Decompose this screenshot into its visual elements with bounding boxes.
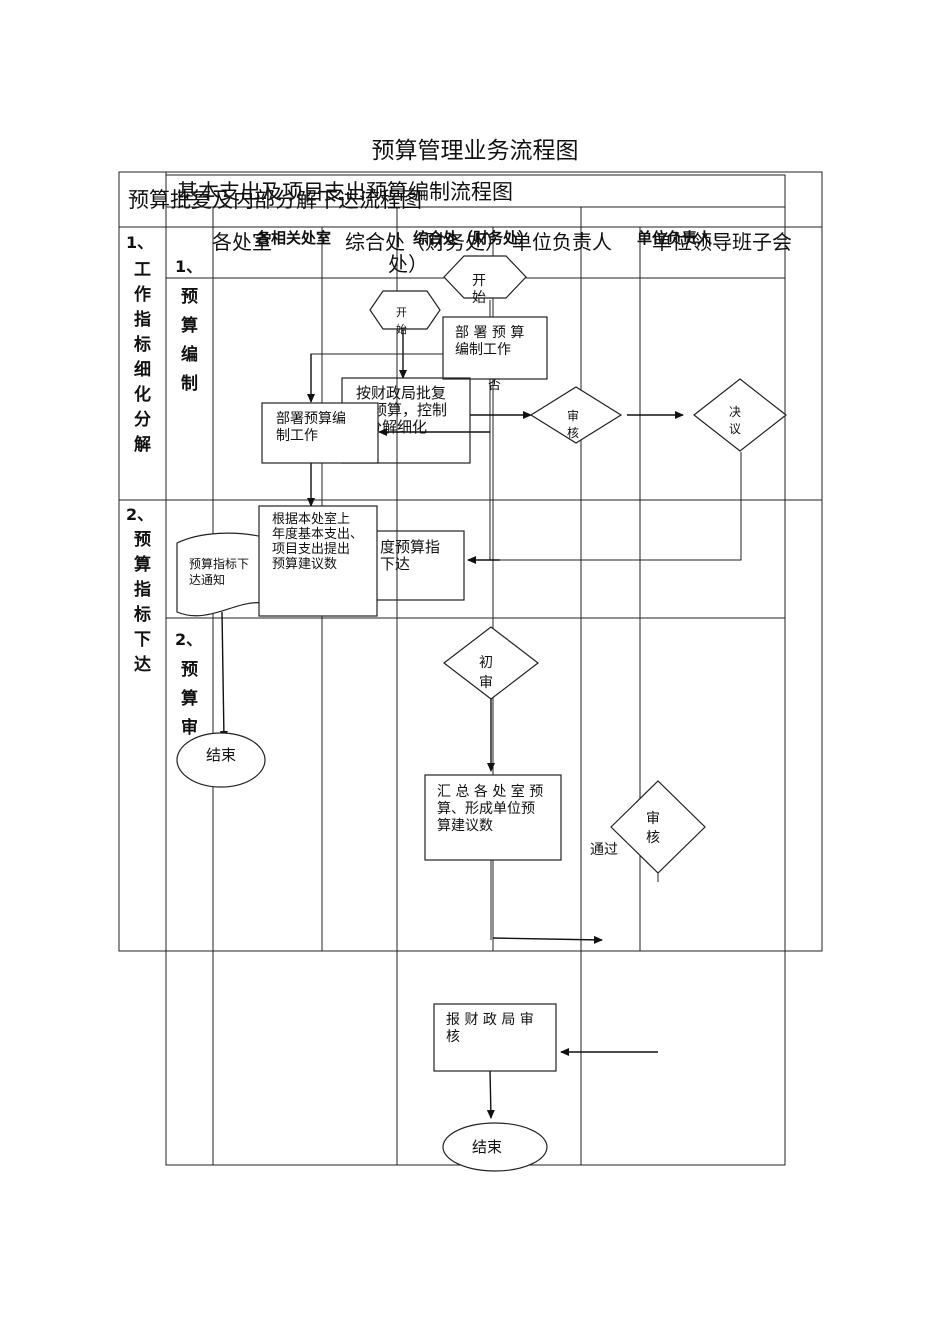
svg-text:按财政局批复: 按财政局批复 <box>356 384 446 402</box>
preliminary-review-diamond: 初 审 <box>443 626 539 700</box>
deploy-budget-box-a: 部 署 预 算 编制工作 <box>442 316 548 380</box>
row-label-1: 1、 工 作 指 标 细 化 分 解 <box>126 233 153 455</box>
svg-text:预: 预 <box>134 530 151 550</box>
svg-text:根据本处室上: 根据本处室上 <box>272 511 350 527</box>
proposal-box: 根据本处室上 年度基本支出、 项目支出提出 预算建议数 <box>258 505 378 617</box>
svg-text:始: 始 <box>472 290 486 306</box>
subtitle-budget-preparation: 基本支出及项目支出预算编制流程图 <box>177 180 513 204</box>
start-node-b: 开 始 <box>369 290 441 336</box>
header-col-related-offices: 各相关处室 <box>255 229 331 247</box>
header-col-offices: 各处室 <box>212 230 272 254</box>
svg-text:项目支出提出: 项目支出提出 <box>272 541 350 557</box>
svg-text:核: 核 <box>446 1029 460 1045</box>
svg-text:算建议数: 算建议数 <box>437 818 493 834</box>
svg-text:部 署 预 算: 部 署 预 算 <box>455 325 524 341</box>
svg-text:结束: 结束 <box>206 746 236 764</box>
row2-number: 2、 <box>126 505 153 524</box>
svg-text:预算，控制: 预算，控制 <box>372 401 447 419</box>
svg-text:开: 开 <box>472 273 486 289</box>
svg-text:报 财 政 局 审: 报 财 政 局 审 <box>446 1012 534 1028</box>
end-node-b: 结束 <box>442 1122 548 1172</box>
header-back: 各处室 综合处（财务处） 单位负责人 单位领导班子会 <box>212 230 792 254</box>
svg-text:解: 解 <box>134 434 151 455</box>
report-box: 报 财 政 局 审 核 <box>433 1003 557 1072</box>
svg-text:编制工作: 编制工作 <box>455 342 511 358</box>
svg-text:作: 作 <box>134 284 151 305</box>
svg-text:开: 开 <box>396 306 407 319</box>
svg-text:下达: 下达 <box>380 555 410 573</box>
svg-text:工: 工 <box>134 260 151 280</box>
svg-text:下: 下 <box>134 630 151 650</box>
svg-text:核: 核 <box>567 426 579 440</box>
review-diamond-2: 审 核 <box>610 780 706 874</box>
row1-number: 1、 <box>126 233 153 252</box>
header-col-finance-front: 综合处（财务处） <box>413 229 533 247</box>
header-finance-wrap: 处） <box>388 252 428 276</box>
page-title: 预算管理业务流程图 <box>372 138 579 164</box>
svg-text:算: 算 <box>180 315 198 336</box>
decision-diamond: 决 议 <box>693 378 787 452</box>
svg-text:预算建议数: 预算建议数 <box>272 557 337 572</box>
svg-text:审: 审 <box>181 717 198 738</box>
svg-text:预: 预 <box>181 287 198 307</box>
svg-text:细: 细 <box>134 359 151 380</box>
svg-text:分解细化: 分解细化 <box>367 418 427 436</box>
svg-text:审: 审 <box>646 811 660 827</box>
svg-text:达: 达 <box>134 654 151 675</box>
deploy-budget-box-b: 部署预算编 制工作 <box>261 402 379 464</box>
svg-text:初: 初 <box>479 654 493 671</box>
svg-text:达通知: 达通知 <box>189 573 225 587</box>
svg-text:标: 标 <box>134 604 151 625</box>
svg-text:指: 指 <box>134 309 151 330</box>
svg-text:化: 化 <box>134 384 151 405</box>
svg-text:度预算指: 度预算指 <box>380 538 440 556</box>
svg-text:部署预算编: 部署预算编 <box>276 411 346 427</box>
inner2-number: 2、 <box>175 630 202 649</box>
svg-text:核: 核 <box>646 830 660 846</box>
end-node-a: 结束 <box>176 732 266 788</box>
header-col-leadership: 单位领导班子会 <box>652 230 792 254</box>
header-col-unit-head-front: 单位负责人 <box>637 229 713 247</box>
svg-text:分: 分 <box>134 410 151 430</box>
header-col-finance: 综合处（财务处） <box>345 230 505 254</box>
svg-text:审: 审 <box>479 675 493 691</box>
annual-budget-issue-box: 度预算指 下达 <box>371 530 465 601</box>
svg-text:编: 编 <box>181 344 198 365</box>
no-label: 否 <box>488 378 501 393</box>
header-col-unit-head: 单位负责人 <box>512 230 612 254</box>
svg-text:审: 审 <box>567 408 579 423</box>
subtitle-budget-approval: 预算批复及内部分解下达流程图 <box>128 188 422 212</box>
svg-text:算: 算 <box>180 688 198 709</box>
svg-text:指: 指 <box>134 579 151 600</box>
svg-text:算、形成单位预: 算、形成单位预 <box>437 801 535 817</box>
summary-box: 汇 总 各 处 室 预 算、形成单位预 算建议数 <box>424 774 562 861</box>
inner-label-2: 2、 预 算 审 <box>175 630 202 738</box>
svg-text:结束: 结束 <box>472 1138 502 1156</box>
budget-notice-document: 预算指标下 达通知 <box>176 532 269 617</box>
svg-text:算: 算 <box>133 554 151 575</box>
svg-text:制工作: 制工作 <box>276 428 318 444</box>
svg-text:标: 标 <box>134 334 151 355</box>
review-diamond-1: 审 核 <box>529 386 623 444</box>
svg-text:决: 决 <box>729 405 741 419</box>
header-front: 各相关处室 综合处（财务处） 单位负责人 <box>255 229 713 247</box>
svg-text:汇 总 各 处 室 预: 汇 总 各 处 室 预 <box>437 783 543 800</box>
row-label-2: 2、 预 算 指 标 下 达 <box>126 505 153 675</box>
svg-text:议: 议 <box>729 422 741 436</box>
svg-text:预: 预 <box>181 660 198 680</box>
inner1-number: 1、 <box>175 257 202 276</box>
svg-text:年度基本支出、: 年度基本支出、 <box>272 526 363 542</box>
svg-text:预算指标下: 预算指标下 <box>189 556 249 571</box>
pass-label: 通过 <box>590 842 618 858</box>
svg-text:制: 制 <box>181 373 198 394</box>
inner-label-1: 1、 预 算 编 制 <box>175 257 202 394</box>
start-node-a: 开 始 <box>443 255 527 306</box>
svg-text:始: 始 <box>396 322 407 336</box>
